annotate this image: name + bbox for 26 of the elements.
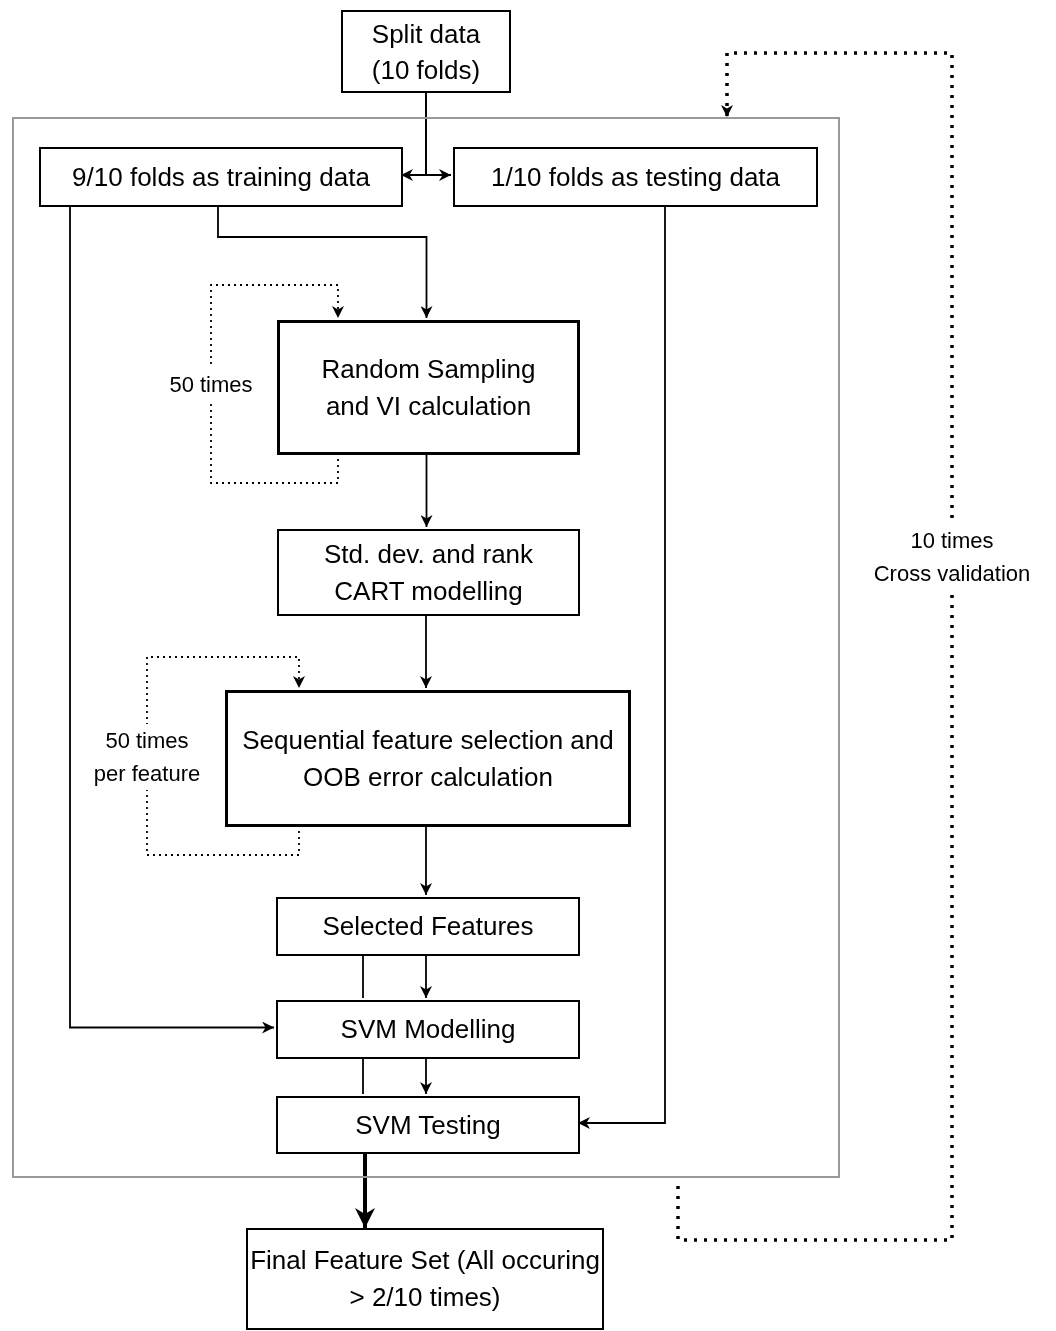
box-text: SVM Testing (355, 1108, 501, 1142)
box-text: Split data (10 folds) (370, 17, 482, 87)
box-text: 9/10 folds as training data (72, 160, 370, 194)
process-box (276, 1000, 580, 1059)
loop-arrow (210, 284, 344, 484)
loop-arrow (146, 656, 305, 856)
process-box (225, 690, 631, 827)
process-box (39, 147, 403, 207)
process-box (246, 1228, 604, 1330)
box-text: Random Sampling and VI calculation (320, 352, 537, 423)
box-text: 1/10 folds as testing data (490, 160, 781, 194)
group-frame (12, 117, 840, 1178)
box-text: Sequential feature selection and OOB error calculation (241, 723, 615, 794)
box-text: Selected Features (322, 910, 534, 943)
process-box (277, 320, 580, 455)
process-box (277, 529, 580, 616)
process-box (453, 147, 818, 207)
process-box (276, 1096, 580, 1154)
box-text: SVM Modelling (340, 1013, 516, 1046)
box-text: Final Feature Set (All occuring > 2/10 times) (250, 1244, 600, 1314)
process-box (341, 10, 511, 93)
arrow (425, 92, 452, 181)
box-text: Std. dev. and rank CART modelling (322, 537, 535, 608)
loop-arrow (676, 51, 954, 1242)
process-box (276, 897, 580, 956)
arrow (355, 1152, 375, 1228)
